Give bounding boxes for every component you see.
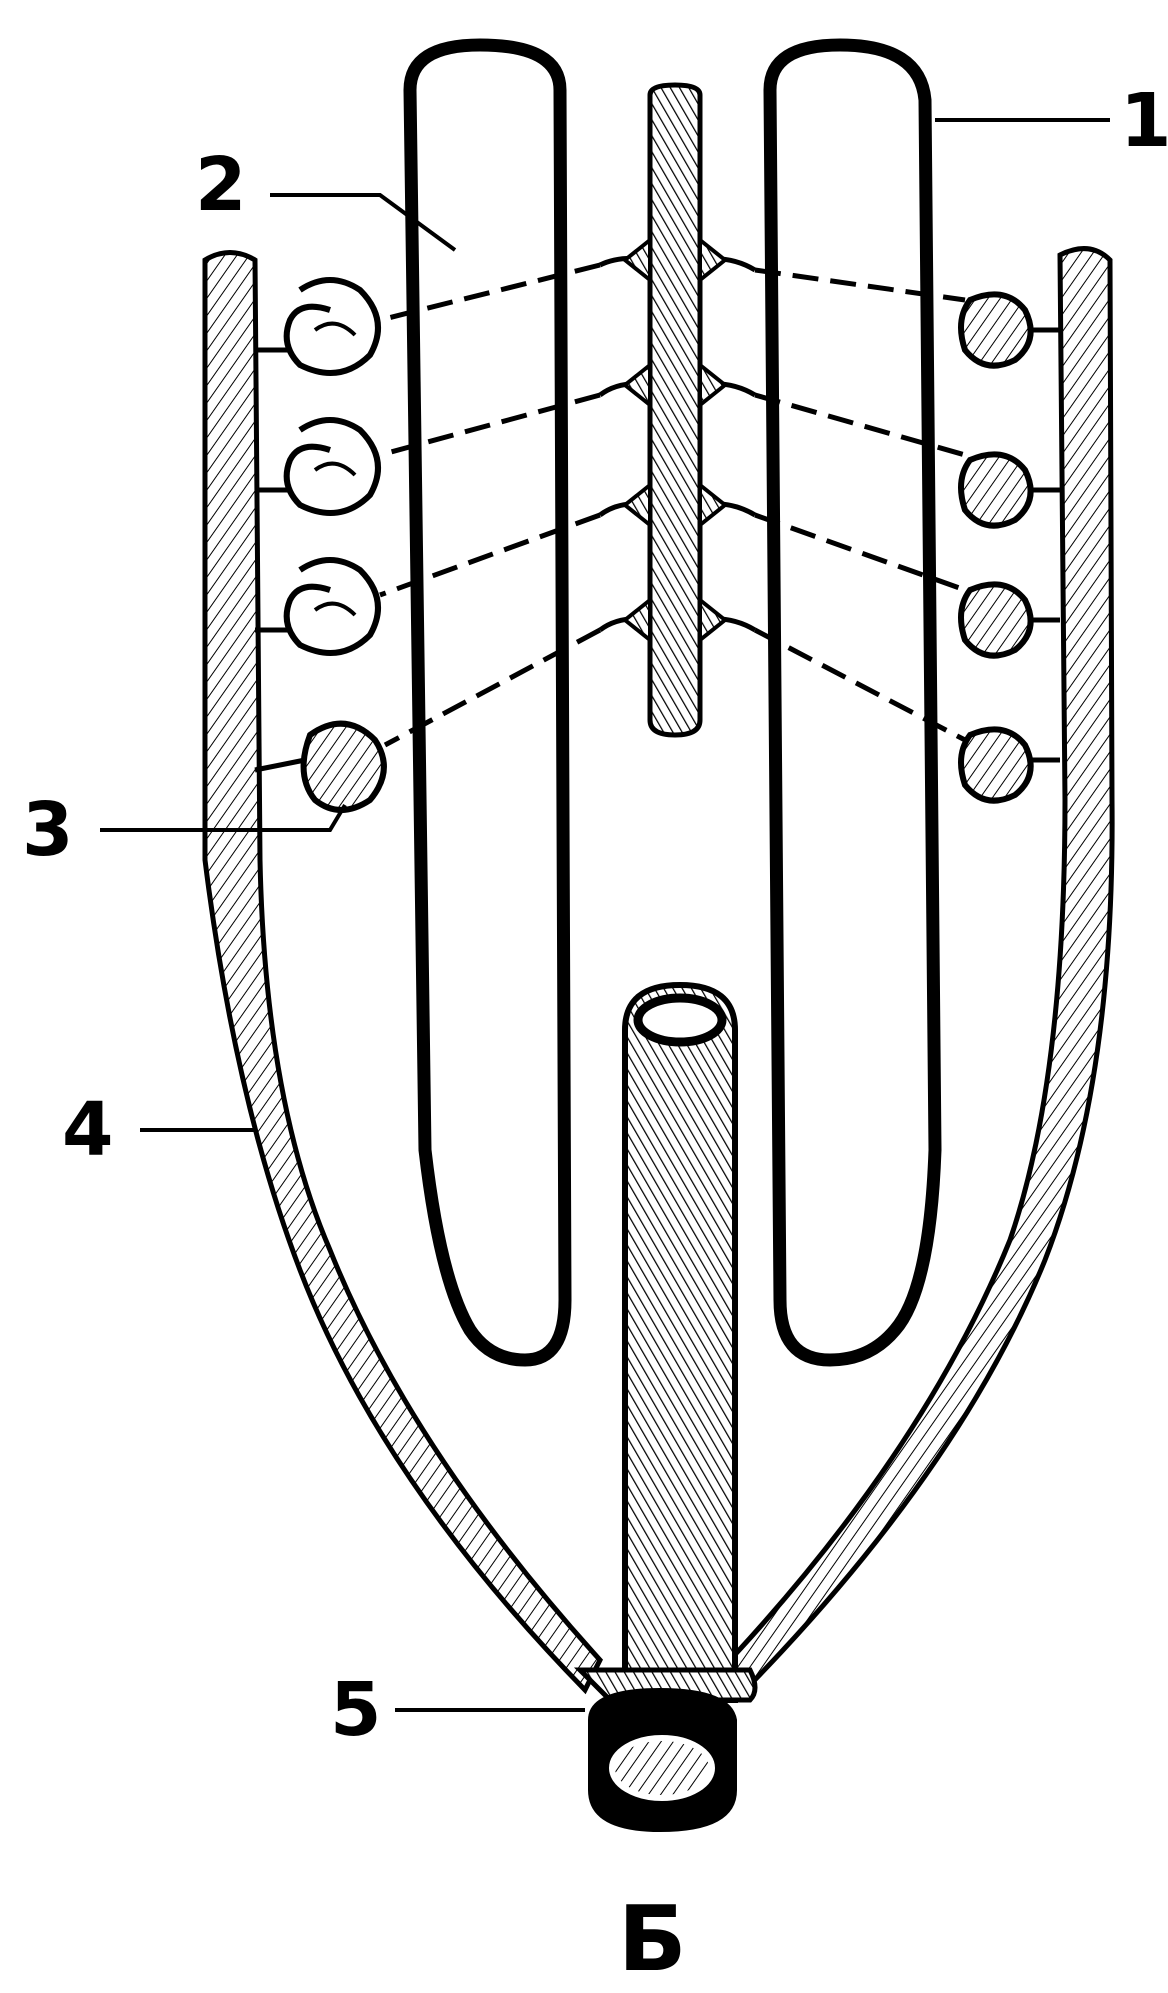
figure-caption: Б [618, 1887, 687, 1992]
central-upper-vessel [647, 82, 703, 738]
left-collecting-duct [202, 250, 604, 1695]
left-glomerulus-1 [255, 277, 381, 376]
right-glomerulus-2 [958, 451, 1060, 529]
leader-lines [100, 118, 1110, 1712]
left-glomeruli [254, 277, 387, 813]
label-3: 3 [22, 787, 74, 873]
label-2: 2 [195, 142, 247, 228]
left-glomerulus-3 [255, 557, 381, 656]
right-glomerulus-4 [958, 726, 1060, 804]
right-glomeruli [958, 291, 1060, 804]
right-glomerulus-1 [958, 291, 1060, 369]
central-lower-vessel [622, 981, 738, 1703]
left-tubule-loop [403, 38, 572, 1367]
leader-line-3 [100, 803, 347, 832]
right-tubule-loop [763, 38, 942, 1367]
leader-line-2 [270, 193, 457, 252]
bottom-outlet-opening [609, 1735, 715, 1801]
left-glomerulus-2 [255, 417, 381, 516]
right-glomerulus-3 [958, 581, 1060, 659]
label-4: 4 [62, 1087, 114, 1173]
label-1: 1 [1120, 78, 1168, 164]
lower-vessel-top-opening [633, 993, 727, 1047]
central-vessel-branch-stubs [621, 235, 729, 645]
label-5: 5 [330, 1667, 382, 1753]
left-glomerulus-4 [254, 720, 387, 813]
right-collecting-duct [726, 246, 1115, 1695]
